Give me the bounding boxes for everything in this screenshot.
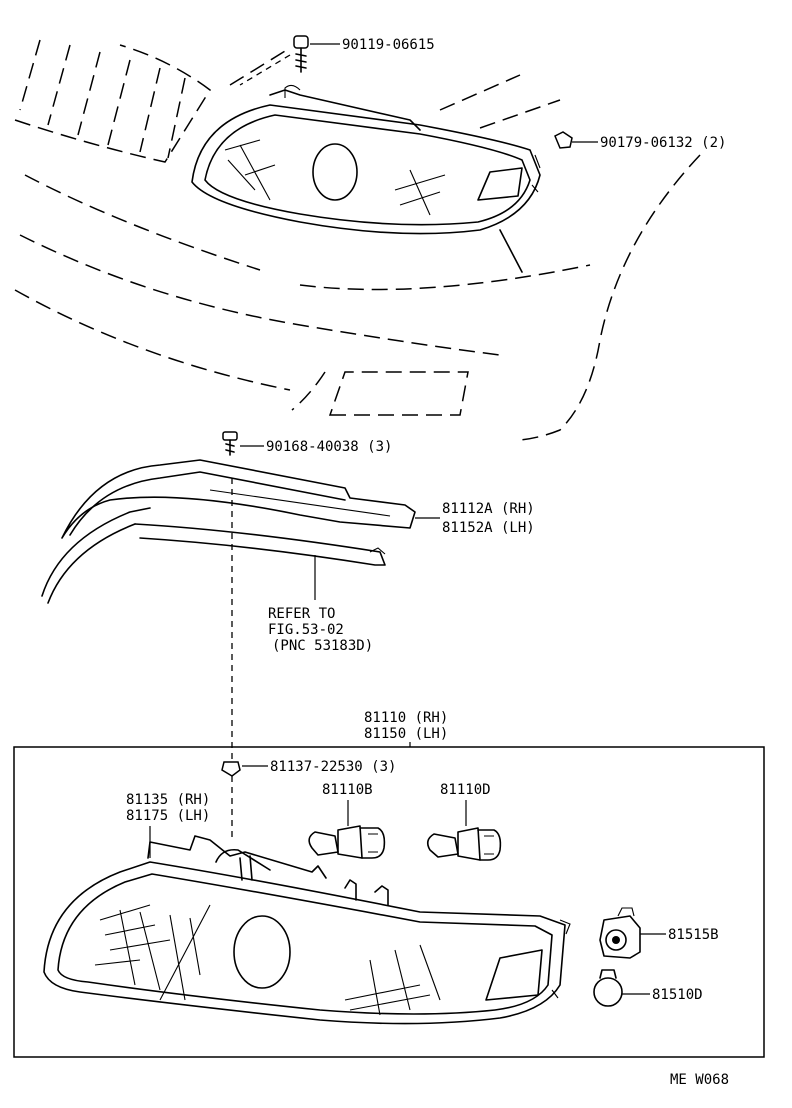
part-label-bulb-left: 81110B [322,782,373,798]
part-label-lens-rh: 81135 (RH) [126,792,210,808]
bulb-icon-left [308,825,386,859]
part-label-assembly-rh: 81110 (RH) [364,710,448,726]
headlamp-installed [191,84,541,273]
screw-icon-mid [222,431,238,456]
small-bulb-icon [593,969,623,1007]
part-label-small-bulb: 81510D [652,987,703,1003]
bulb-icon-right [426,827,502,861]
part-label-bracket-lh: 81152A (LH) [442,520,535,536]
part-label-nut-clip: 90179-06132 (2) [600,135,726,151]
diagram-code: ME W068 [670,1072,729,1088]
part-label-clip: 81137-22530 (3) [270,759,396,775]
part-label-assembly-lh: 81150 (LH) [364,726,448,742]
headlamp-bracket [41,459,416,604]
assembly-box [13,746,765,1058]
part-label-screw-mid: 90168-40038 (3) [266,439,392,455]
nut-clip-icon [554,131,573,149]
part-label-bulb-right: 81110D [440,782,491,798]
part-label-socket: 81515B [668,927,719,943]
refer-note-line2: FIG.53-02 [268,622,344,638]
refer-note-line1: REFER TO [268,606,335,622]
part-label-lens-lh: 81175 (LH) [126,808,210,824]
clip-icon [221,761,241,777]
part-label-bracket-rh: 81112A (RH) [442,501,535,517]
refer-note-line3: (PNC 53183D) [272,638,373,654]
part-label-screw-top: 90119-06615 [342,37,435,53]
screw-icon-top [239,35,309,86]
headlamp-assembly [43,835,571,1025]
vehicle-body-outline [14,39,701,441]
socket-icon [599,907,641,959]
